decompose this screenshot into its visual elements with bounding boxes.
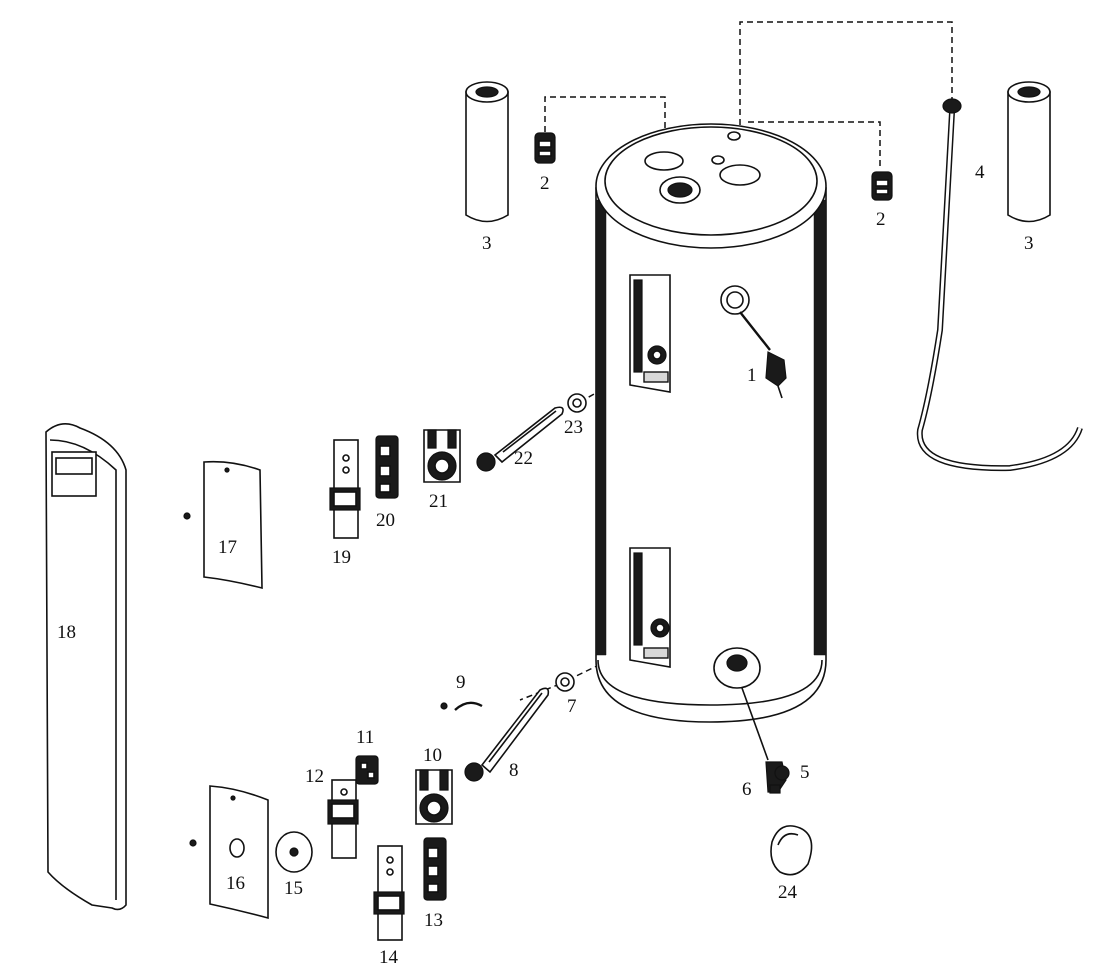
callout-15: 15: [284, 878, 303, 899]
thermostat-lower: [423, 837, 447, 901]
callout-13: 13: [424, 910, 443, 931]
callout-23: 23: [564, 417, 583, 438]
element-gasket-upper: [567, 393, 587, 413]
callout-11: 11: [356, 727, 374, 748]
high-limit-switch: [355, 755, 379, 785]
drain-valve: [741, 687, 790, 794]
callout-8: 8: [509, 760, 519, 781]
access-cover-upper: [183, 460, 263, 590]
callout-9: 9: [456, 672, 466, 693]
callout-18: 18: [57, 622, 76, 643]
heating-element-lower: [464, 687, 550, 782]
upper-thermostat-opening: [629, 274, 671, 393]
callout-4: 4: [975, 162, 985, 183]
lower-thermostat-opening: [629, 547, 671, 668]
callout-5: 5: [800, 762, 810, 783]
callout-17: 17: [218, 537, 237, 558]
callout-7: 7: [567, 696, 577, 717]
callout-3-right: 3: [1024, 233, 1034, 254]
callout-6: 6: [742, 779, 752, 800]
access-cover-lower: [189, 785, 269, 920]
drain-cap: [770, 825, 813, 876]
element-bracket-upper: [423, 429, 461, 483]
wire-clip: [440, 701, 483, 711]
heat-trap-nipple-right: [871, 171, 893, 201]
thermostat-bracket-middle: [327, 779, 359, 859]
thermostat-upper: [375, 435, 399, 499]
callout-24: 24: [778, 882, 798, 903]
pipe-insulation-left: [465, 81, 509, 223]
callout-19: 19: [332, 547, 351, 568]
insulation-pad: [275, 831, 313, 873]
dip-tube: [916, 98, 1083, 472]
callout-16: 16: [226, 873, 245, 894]
callout-labels: 1 2 2 3 3 4 5 6 7 8 9 10 11 12 13 14 15 …: [57, 162, 1034, 968]
callout-20: 20: [376, 510, 395, 531]
heating-element-upper: [476, 406, 564, 472]
callout-10: 10: [423, 745, 442, 766]
relief-valve: [739, 311, 787, 399]
callout-14: 14: [379, 947, 399, 968]
callout-21: 21: [429, 491, 448, 512]
element-gasket-lower: [555, 672, 575, 692]
callout-3-left: 3: [482, 233, 492, 254]
jacket-panel: [45, 423, 127, 911]
callout-12: 12: [305, 766, 324, 787]
thermostat-bracket-lower: [373, 845, 405, 941]
callout-22: 22: [514, 448, 533, 469]
element-bracket-lower: [415, 769, 453, 825]
thermostat-bracket-upper: [329, 439, 361, 539]
heat-trap-nipple-left: [534, 132, 556, 164]
pipe-insulation-right: [1007, 81, 1051, 223]
callout-2-right: 2: [876, 209, 886, 230]
callout-2-left: 2: [540, 173, 550, 194]
callout-1: 1: [747, 365, 757, 386]
